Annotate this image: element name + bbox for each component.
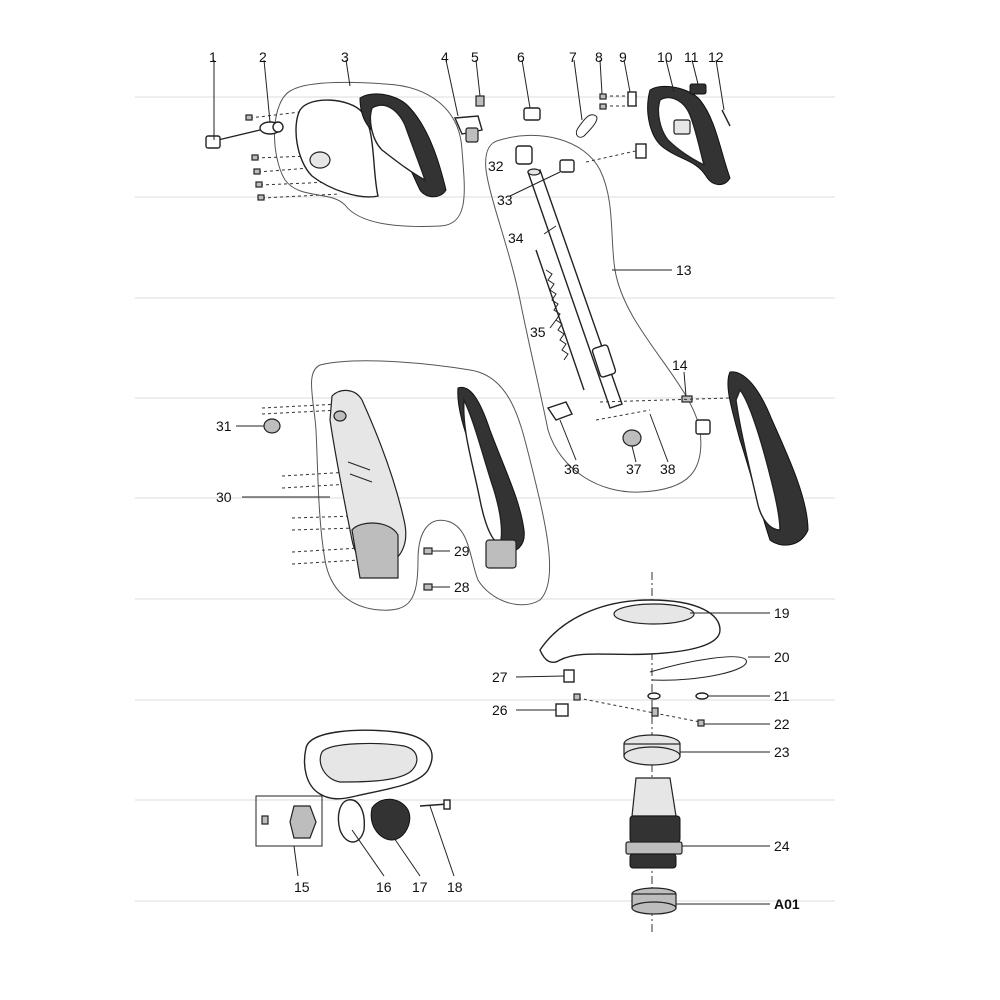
part-5-small-spring xyxy=(475,95,485,107)
label-15: 15 xyxy=(294,879,310,895)
part-11-trigger xyxy=(689,83,707,95)
label-5: 5 xyxy=(471,49,479,65)
label-32: 32 xyxy=(488,158,504,174)
handle-housing-middle xyxy=(457,386,525,569)
part-3-motor-housing xyxy=(295,93,447,198)
screws-group-3 xyxy=(245,111,341,201)
part-36-bracket xyxy=(546,401,573,421)
label-16: 16 xyxy=(376,879,392,895)
label-19: 19 xyxy=(774,605,790,621)
part-15-knob-assembly xyxy=(255,795,323,847)
part-18-bolt xyxy=(419,799,451,810)
label-23: 23 xyxy=(774,744,790,760)
label-20: 20 xyxy=(774,649,790,665)
part-14-spring-clip xyxy=(599,395,731,403)
part-A01-spool xyxy=(631,887,677,915)
label-17: 17 xyxy=(412,879,428,895)
part-29-nut xyxy=(423,547,433,555)
part-20-wire-guard xyxy=(649,656,747,681)
label-28: 28 xyxy=(454,579,470,595)
part-4-switch xyxy=(453,115,483,143)
label-37: 37 xyxy=(626,461,642,477)
part-24-motor xyxy=(625,777,683,869)
label-8: 8 xyxy=(595,49,603,65)
leader-lines xyxy=(213,59,770,905)
handle-housing-right xyxy=(695,371,809,546)
part-33-clip xyxy=(559,159,575,173)
part-27-block xyxy=(563,669,575,683)
part-30-handle-housing-left xyxy=(329,389,407,579)
part-21-washers xyxy=(647,692,709,700)
part-16-auxiliary-handle xyxy=(303,729,433,843)
part-31-knob xyxy=(263,418,281,434)
label-38: 38 xyxy=(660,461,676,477)
label-3: 3 xyxy=(341,49,349,65)
label-34: 34 xyxy=(508,230,524,246)
label-14: 14 xyxy=(672,357,688,373)
label-30: 30 xyxy=(216,489,232,505)
label-24: 24 xyxy=(774,838,790,854)
part-17-clamp xyxy=(370,798,411,841)
part-6-clip xyxy=(523,107,541,121)
part-2-grommet xyxy=(259,121,284,135)
label-A01: A01 xyxy=(774,896,800,912)
group-outline-3 xyxy=(274,81,465,228)
label-33: 33 xyxy=(497,192,513,208)
parts-8-9-fasteners xyxy=(585,91,647,163)
part-10-housing-right xyxy=(647,85,731,185)
label-31: 31 xyxy=(216,418,232,434)
part-7-wire xyxy=(575,114,598,138)
part-28-screw xyxy=(423,583,433,591)
part-19-guard xyxy=(539,599,721,663)
label-9: 9 xyxy=(619,49,627,65)
label-36: 36 xyxy=(564,461,580,477)
part-32-cap xyxy=(515,145,533,165)
label-1: 1 xyxy=(209,49,217,65)
label-10: 10 xyxy=(657,49,673,65)
part-34-shaft-tube xyxy=(527,168,623,409)
part-38-pin xyxy=(595,409,651,421)
label-12: 12 xyxy=(708,49,724,65)
label-4: 4 xyxy=(441,49,449,65)
part-23-ring xyxy=(623,734,681,766)
label-26: 26 xyxy=(492,702,508,718)
part-26-pad xyxy=(555,703,569,717)
part-22-screws xyxy=(573,693,705,727)
label-7: 7 xyxy=(569,49,577,65)
part-37-collar xyxy=(622,429,642,447)
part-35-inner-rod-spring xyxy=(535,249,585,391)
label-13: 13 xyxy=(676,262,692,278)
label-18: 18 xyxy=(447,879,463,895)
label-29: 29 xyxy=(454,543,470,559)
group-outline-13 xyxy=(485,134,702,493)
label-35: 35 xyxy=(530,324,546,340)
label-22: 22 xyxy=(774,716,790,732)
label-2: 2 xyxy=(259,49,267,65)
part-12-pin xyxy=(721,109,731,127)
label-6: 6 xyxy=(517,49,525,65)
label-27: 27 xyxy=(492,669,508,685)
group-outline-30 xyxy=(311,360,551,611)
label-21: 21 xyxy=(774,688,790,704)
part-labels: 1 2 3 4 5 6 7 8 9 10 11 12 13 14 15 16 1… xyxy=(209,49,800,912)
label-11: 11 xyxy=(684,49,699,65)
